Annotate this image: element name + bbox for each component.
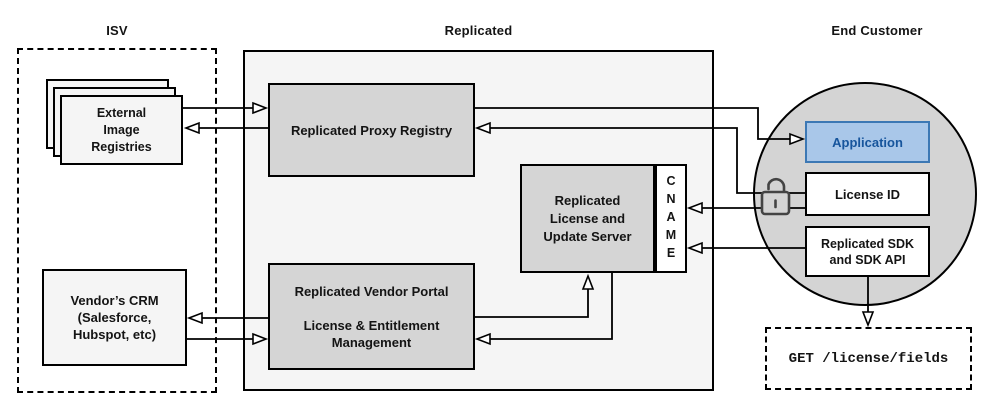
- arrowhead-right-icon: [252, 101, 269, 115]
- replicated-sdk-node: Replicated SDK and SDK API: [805, 226, 930, 277]
- arrowhead-up-icon: [581, 273, 595, 290]
- arrowhead-left-icon: [686, 201, 703, 215]
- lane-title-replicated: Replicated: [444, 23, 513, 38]
- replicated-license-update-server-node: Replicated License and Update Server: [520, 164, 655, 273]
- arrowhead-left-icon: [183, 121, 200, 135]
- license-id-node: License ID: [805, 172, 930, 216]
- lane-title-end-customer: End Customer: [831, 23, 923, 38]
- connector-license-server-to-portal: [490, 273, 613, 340]
- cname-strip: CNAME: [655, 164, 687, 273]
- get-license-fields-endpoint: GET /license/fields: [765, 327, 972, 390]
- arrowhead-left-icon: [186, 311, 203, 325]
- arrowhead-left-icon: [474, 121, 491, 135]
- lane-title-isv: ISV: [106, 23, 128, 38]
- vendors-crm-node: Vendor’s CRM (Salesforce, Hubspot, etc): [42, 269, 187, 366]
- replicated-vendor-portal-node: Replicated Vendor Portal License & Entit…: [268, 263, 475, 370]
- application-node: Application: [805, 121, 930, 163]
- arrowhead-down-icon: [861, 311, 875, 328]
- open-padlock-icon: [760, 177, 791, 216]
- external-image-registries-node: External Image Registries: [60, 95, 183, 165]
- arrowhead-right-icon: [789, 132, 806, 146]
- replicated-proxy-registry-node: Replicated Proxy Registry: [268, 83, 475, 177]
- connector-portal-to-license-server: [475, 289, 589, 318]
- connector-proxy-to-application: [475, 107, 790, 140]
- arrowhead-left-icon: [686, 241, 703, 255]
- arrowhead-left-icon: [474, 332, 491, 346]
- arrowhead-right-icon: [252, 332, 269, 346]
